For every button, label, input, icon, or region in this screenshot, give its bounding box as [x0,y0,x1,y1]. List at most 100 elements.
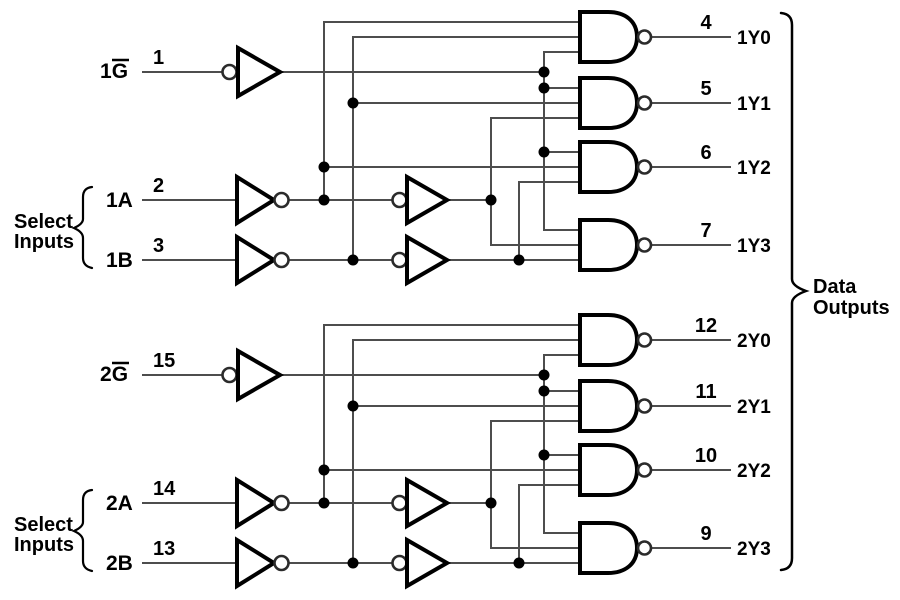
select-inputs-brace [71,185,94,270]
junction-dot [347,254,359,266]
pin-number-output: 10 [695,445,717,467]
nand-body-icon [578,76,640,130]
input-bubble-icon [221,366,238,384]
select-inputs-brace [71,488,94,573]
select-a-inverter-2 [391,173,452,227]
output-label: 2Y1 [737,397,771,418]
output-bubble-icon [636,29,653,45]
pin-number-select-a: 2 [153,175,164,197]
select-inputs-caption-line2: Inputs [14,534,74,556]
inverter-triangle-icon [235,173,278,227]
riser-a-complement [323,21,580,200]
inverter-triangle-icon [236,44,285,100]
inverter-triangle-icon [405,536,452,590]
riser-a-true [490,420,580,549]
output-bubble-icon [273,251,290,269]
output-bubble-icon [273,554,290,572]
inverter-triangle-icon [235,233,278,287]
junction-dot [347,557,359,569]
select-b-inverter-2 [391,233,452,287]
pin-number-output: 12 [695,315,717,337]
pin-number-select-b: 13 [153,538,175,560]
nand-body-icon [578,218,640,272]
junction-dot [318,161,330,173]
data-outputs-brace [779,11,810,572]
output-label: 2Y3 [737,539,771,560]
pin-number-output: 4 [700,12,712,34]
pin-number-output: 11 [695,381,716,403]
output-bubble-icon [636,398,653,414]
input-bubble-icon [391,494,408,512]
junction-dot [318,464,330,476]
pin-number-enable: 1 [153,47,164,69]
junction-dot [347,400,359,412]
output-label: 1Y1 [737,94,771,115]
riser-b-true [518,181,580,260]
inverter-triangle-icon [405,233,452,287]
pin-number-output: 9 [700,523,711,545]
output-bubble-icon [636,95,653,111]
nand-body-icon [578,140,640,194]
nand-gate-y0 [578,313,653,367]
junction-dot [318,497,330,509]
junction-dot [513,254,525,266]
riser-a-complement [323,324,580,503]
select-b-inverter-1 [235,233,290,287]
pin-number-output: 6 [700,142,711,164]
junction-dot [485,194,497,206]
select-a-label: 2A [106,492,133,515]
junction-dot [538,385,550,397]
pin-number-select-a: 14 [153,478,176,500]
output-bubble-icon [636,540,653,556]
nand-body-icon [578,313,640,367]
output-label: 1Y3 [737,236,771,257]
output-label: 2Y0 [737,331,771,352]
select-b-label: 2B [106,552,133,575]
nand-body-icon [578,10,640,64]
enable-input-label: 2G [100,363,128,386]
input-bubble-icon [391,191,408,209]
junction-dot [538,82,550,94]
enable-inverter [221,44,285,100]
output-label: 1Y2 [737,158,771,179]
decoder1-half: 1G 1 1A 2 1B 3 Select Inputs 4 1Y0 5 1Y1… [14,10,771,287]
nand-body-icon [578,443,640,497]
riser-a-true [490,117,580,246]
inverter-triangle-icon [235,476,278,530]
pin-number-output: 5 [700,78,711,100]
nand-gate-y3 [578,218,653,272]
enable-input-label: 1G [100,60,128,83]
select-a-inverter-1 [235,476,290,530]
inverter-triangle-icon [236,347,285,403]
riser-b-complement [352,339,580,563]
decoder2-half: 2G 15 2A 14 2B 13 Select Inputs 12 2Y0 1… [14,313,771,590]
output-bubble-icon [636,462,653,478]
data-outputs-caption-line2: Outputs [813,297,890,319]
inverter-triangle-icon [405,476,452,530]
select-inputs-caption-line1: Select [14,211,73,233]
nand-gate-y2 [578,443,653,497]
output-bubble-icon [273,191,290,209]
junction-dot [538,369,550,381]
inverter-triangle-icon [405,173,452,227]
output-bubble-icon [273,494,290,512]
nand-gate-y0 [578,10,653,64]
select-a-inverter-2 [391,476,452,530]
riser-b-true [518,484,580,563]
pin-number-output: 7 [700,220,711,242]
nand-gate-y1 [578,76,653,130]
select-b-inverter-1 [235,536,290,590]
riser-b-complement [352,36,580,260]
output-bubble-icon [636,332,653,348]
select-b-inverter-2 [391,536,452,590]
nand-gate-y1 [578,379,653,433]
input-bubble-icon [391,251,408,269]
output-label: 2Y2 [737,461,771,482]
data-outputs-caption-line1: Data [813,276,857,298]
junction-dot [485,497,497,509]
junction-dot [538,66,550,78]
input-bubble-icon [221,63,238,81]
junction-dot [347,97,359,109]
riser-enable [543,354,580,534]
